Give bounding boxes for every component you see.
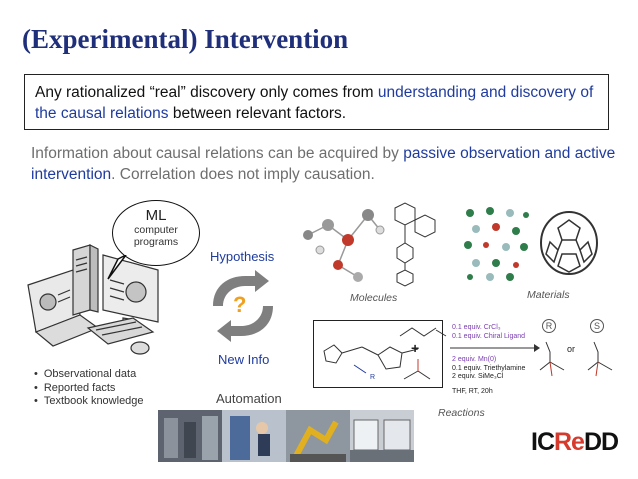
info-highlight: passive observation and active intervent… [31, 145, 616, 183]
bubble-title: ML [145, 207, 167, 224]
reaction-conditions-mid: 2 equiv. Mn(0) 0.1 equiv. Triethylamine … [452, 356, 525, 396]
molecules-caption: Molecules [350, 292, 398, 304]
reaction-conditions-top: 0.1 equiv. CrCl₃ 0.1 equiv. Chiral Ligan… [452, 324, 525, 341]
ligand-icon: R [323, 344, 419, 381]
bubble-subtitle-2: programs [133, 236, 179, 248]
condition-2: 0.1 equiv. Chiral Ligand [452, 332, 526, 340]
condition-1: 0.1 equiv. CrCl₃ [452, 324, 501, 331]
lab-photo-4 [350, 410, 414, 462]
list-item: Textbook knowledge [34, 395, 144, 409]
question-mark: ? [233, 292, 247, 317]
icredd-logo: ICReDD [531, 428, 619, 457]
lab-photo-2 [222, 410, 286, 462]
key-statement-text: Any rationalized “real” discovery only c… [35, 84, 378, 101]
crystal-lattice-icon [464, 207, 529, 281]
computer-illustration [27, 244, 159, 355]
reaction-arrow-icon [450, 344, 540, 352]
lab-photo-3 [286, 410, 350, 462]
automation-label: Automation [216, 391, 282, 406]
bubble-tail [107, 255, 127, 280]
cycle-arrows-icon [213, 270, 273, 342]
reactions-caption: Reactions [438, 407, 485, 419]
ml-thought-bubble: ML computer programs [112, 200, 200, 266]
chiral-ligand-structure: R [313, 320, 443, 388]
logo-part-3: DD [583, 428, 619, 456]
molecule-structure-icon [394, 202, 436, 287]
allyl-bromide-icon [399, 327, 447, 337]
svg-text:R: R [370, 374, 375, 381]
hypothesis-label: Hypothesis [210, 249, 275, 264]
key-statement-highlight: understanding and discovery of the causa… [35, 84, 594, 122]
key-statement-box: Any rationalized “real” discovery only c… [24, 74, 609, 130]
automation-photos [158, 410, 414, 462]
slide-title: (Experimental) Intervention [22, 24, 349, 54]
s-enantiomer-badge: S [590, 319, 604, 333]
list-item: Reported facts [34, 382, 144, 396]
condition-6: THF, RT, 20h [452, 387, 493, 395]
key-statement-end: between relevant factors. [168, 105, 347, 122]
aldehyde-icon [403, 359, 431, 380]
info-paragraph: Information about causal relations can b… [31, 143, 616, 185]
or-text: or [567, 344, 576, 354]
evidence-list: Observational data Reported facts Textbo… [34, 368, 144, 409]
logo-part-1: IC [531, 428, 555, 456]
materials-caption: Materials [527, 289, 570, 301]
info-text: Information about causal relations can b… [31, 145, 404, 162]
product-s-icon [587, 341, 613, 377]
logo-part-2: Re [554, 428, 585, 456]
condition-3: 2 equiv. Mn(0) [452, 356, 497, 363]
bubble-subtitle-1: computer [134, 224, 178, 236]
r-enantiomer-badge: R [542, 319, 556, 333]
info-end: . Correlation does not imply causation. [111, 166, 375, 183]
product-r-icon [539, 341, 565, 377]
new-info-label: New Info [218, 352, 270, 367]
fullerene-icon [540, 211, 598, 275]
lab-photo-1 [158, 410, 222, 462]
condition-4: 0.1 equiv. Triethylamine [452, 364, 526, 372]
list-item: Observational data [34, 368, 144, 382]
plus-sign: + [411, 340, 420, 356]
molecule-3d-icon [303, 209, 385, 282]
condition-5: 2 equiv. SiMe₃Cl [452, 373, 504, 380]
